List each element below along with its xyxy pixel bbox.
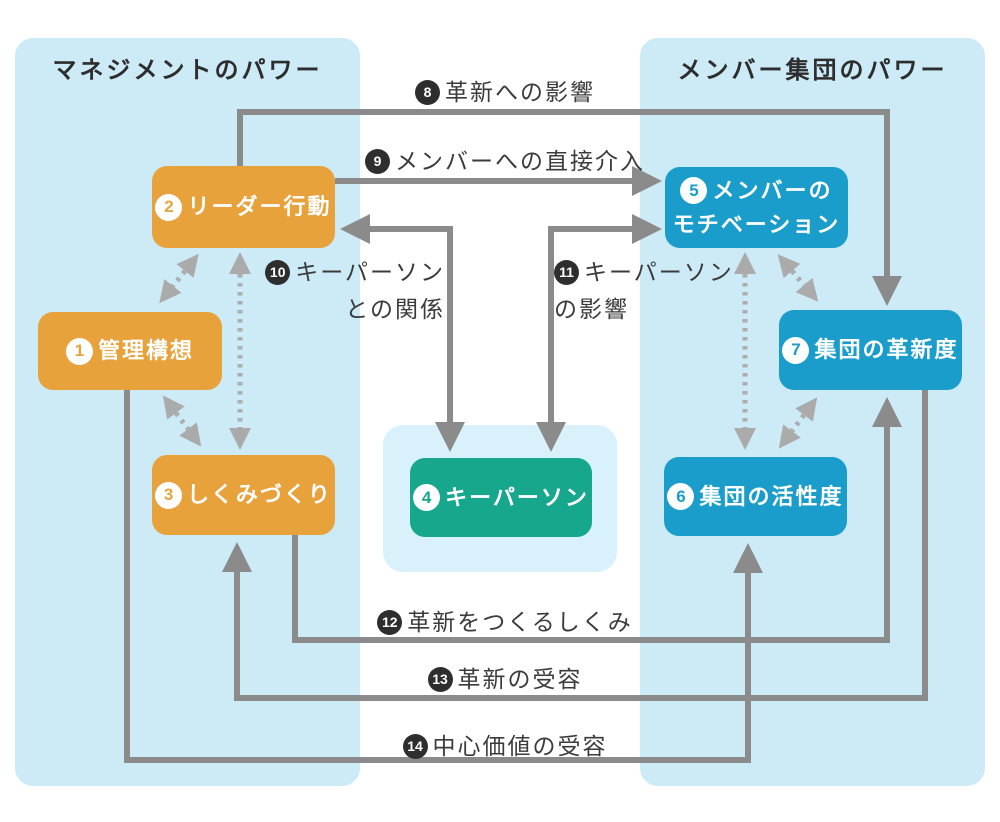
panel-management-power: マネジメントのパワー bbox=[15, 38, 360, 786]
node-group-innovation: 7 集団の革新度 bbox=[779, 310, 962, 390]
node-leader-behavior: 2 リーダー行動 bbox=[152, 166, 335, 248]
node-label-line1: メンバーの bbox=[712, 177, 833, 203]
number-badge: 3 bbox=[155, 481, 183, 509]
node-mechanism-building: 3 しくみづくり bbox=[152, 455, 335, 535]
node-group-vitality: 6 集団の活性度 bbox=[664, 457, 847, 536]
node-label-line2: モチベーション bbox=[672, 211, 841, 237]
node-label: しくみづくり bbox=[187, 482, 332, 507]
node-key-person: 4 キーパーソン bbox=[410, 458, 592, 537]
number-badge: 10 bbox=[265, 260, 291, 285]
label-mechanism-creating-innovation: 12 革新をつくるしくみ bbox=[350, 604, 660, 641]
node-label: キーパーソン bbox=[445, 484, 589, 510]
number-badge: 14 bbox=[402, 734, 428, 759]
number-badge: 2 bbox=[155, 193, 183, 221]
number-badge: 11 bbox=[554, 260, 579, 285]
number-badge: 1 bbox=[65, 337, 93, 365]
panel-member-group-power: メンバー集団のパワー bbox=[640, 38, 985, 786]
label-direct-intervention: 9 メンバーへの直接介入 bbox=[350, 143, 660, 180]
node-label: 管理構想 bbox=[97, 338, 194, 363]
node-label: リーダー行動 bbox=[187, 194, 332, 219]
node-member-motivation: 5 メンバーの モチベーション bbox=[665, 167, 848, 248]
label-acceptance-of-core-values: 14 中心価値の受容 bbox=[350, 728, 660, 765]
number-badge: 4 bbox=[413, 484, 441, 511]
label-acceptance-of-innovation: 13 革新の受容 bbox=[350, 661, 660, 698]
number-badge: 5 bbox=[680, 177, 708, 204]
label-key-person-influence: 11 キーパーソン の影響 bbox=[554, 259, 734, 322]
number-badge: 13 bbox=[427, 667, 453, 692]
number-badge: 6 bbox=[667, 483, 695, 510]
number-badge: 8 bbox=[415, 80, 440, 105]
number-badge: 7 bbox=[782, 336, 810, 364]
panel-members-title: メンバー集団のパワー bbox=[677, 57, 948, 84]
number-badge: 12 bbox=[377, 610, 403, 635]
number-badge: 9 bbox=[365, 149, 390, 174]
panel-management-title: マネジメントのパワー bbox=[52, 57, 323, 84]
label-relationship-with-key-person: 10 キーパーソン との関係 bbox=[255, 254, 445, 328]
node-label: 集団の活性度 bbox=[699, 483, 844, 509]
node-label: 集団の革新度 bbox=[814, 337, 959, 362]
label-influence-on-innovation: 8 革新への影響 bbox=[350, 74, 660, 111]
node-management-vision: 1 管理構想 bbox=[38, 312, 222, 390]
